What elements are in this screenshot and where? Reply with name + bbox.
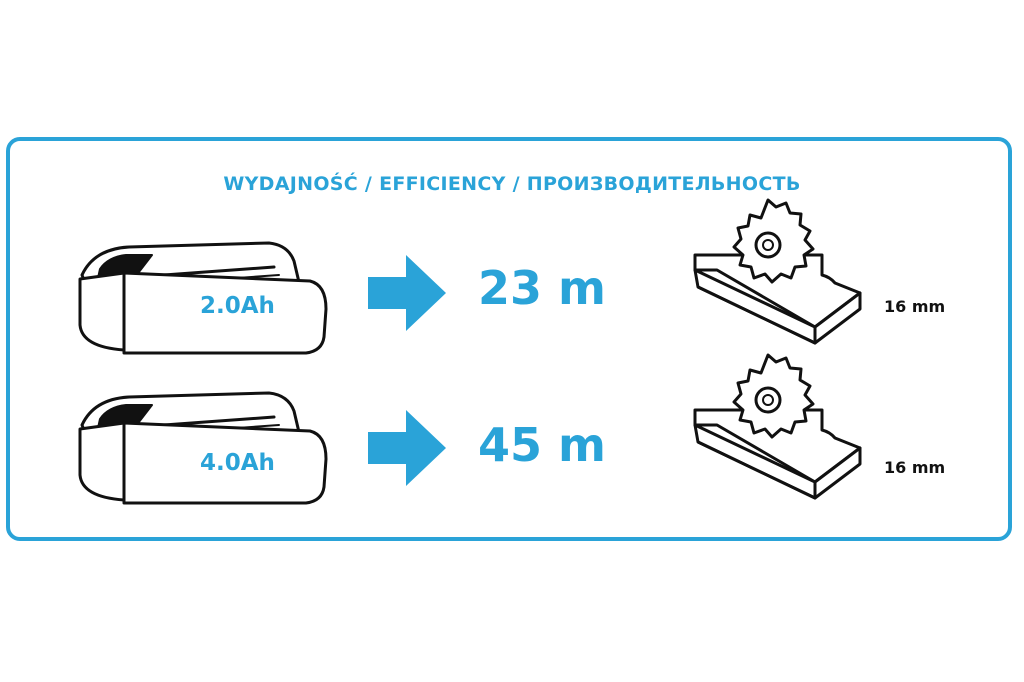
cut-length-value: 45 m xyxy=(478,418,606,472)
battery-capacity-label: 2.0Ah xyxy=(200,293,275,319)
board-thickness-label: 16 mm xyxy=(884,297,946,316)
panel-title: WYDAJNOŚĆ / EFFICIENCY / ПРОИЗВОДИТЕЛЬНО… xyxy=(223,173,801,195)
battery-capacity-label: 4.0Ah xyxy=(200,450,275,476)
battery-icon xyxy=(78,391,328,505)
efficiency-row-1: 2.0Ah 23 m 16 mm xyxy=(0,198,1024,385)
cut-length-value: 23 m xyxy=(478,261,606,315)
battery-icon xyxy=(78,241,328,355)
saw-blade-board-icon xyxy=(693,198,862,345)
efficiency-panel xyxy=(6,137,1012,541)
arrow-right-icon xyxy=(368,255,446,331)
board-thickness-label: 16 mm xyxy=(884,458,946,477)
efficiency-row-2: 4.0Ah 45 m 16 mm xyxy=(0,353,1024,540)
arrow-right-icon xyxy=(368,410,446,486)
saw-blade-board-icon xyxy=(693,353,862,500)
